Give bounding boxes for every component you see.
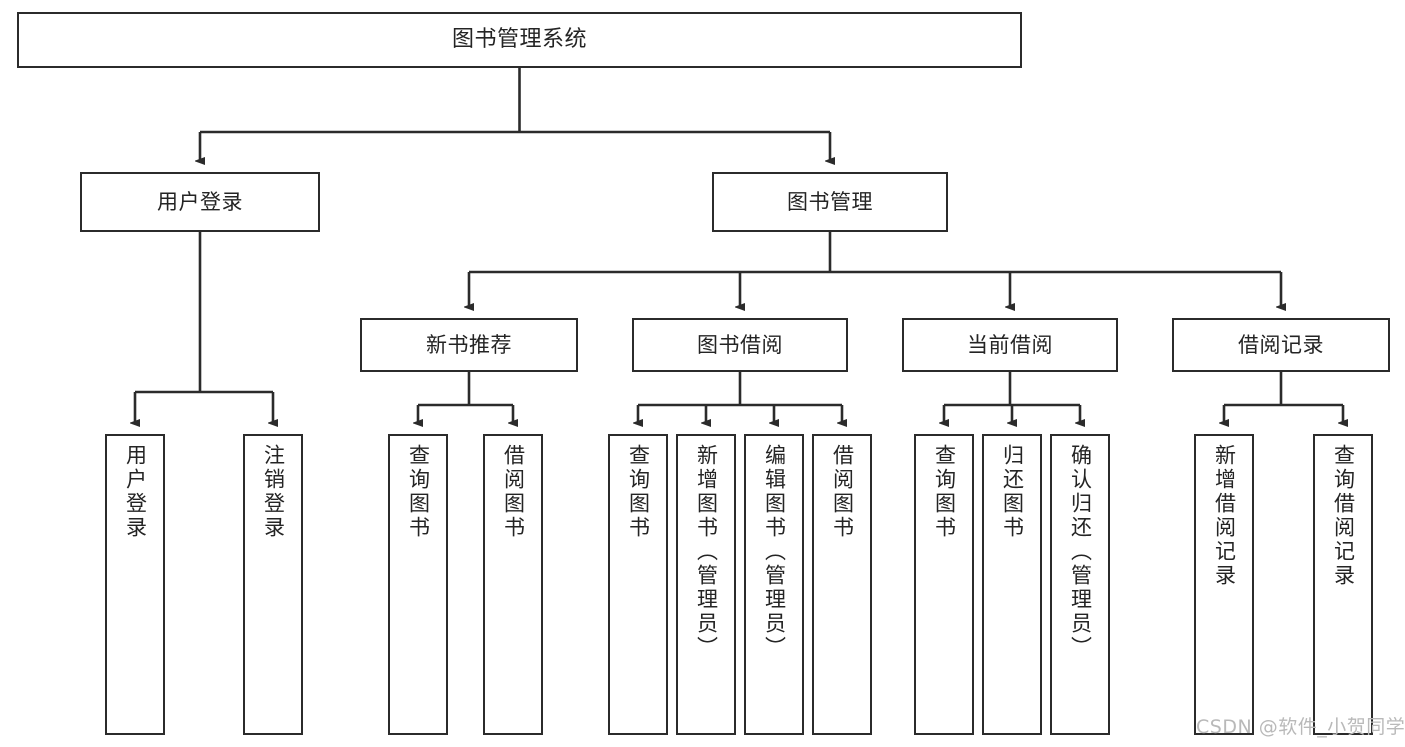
node-current[interactable]: 当前借阅	[902, 318, 1118, 372]
node-label: 借阅图书	[830, 444, 855, 540]
node-records[interactable]: 借阅记录	[1172, 318, 1390, 372]
node-c2[interactable]: 归还图书	[982, 434, 1042, 735]
node-login[interactable]: 用户登录	[80, 172, 320, 232]
node-label: 查询图书	[406, 444, 431, 540]
node-label: 注销登录	[261, 444, 286, 540]
node-root[interactable]: 图书管理系统	[17, 12, 1022, 68]
node-l1[interactable]: 用户登录	[105, 434, 165, 735]
node-label: 借阅图书	[501, 444, 526, 540]
node-n1[interactable]: 查询图书	[388, 434, 448, 735]
node-n2[interactable]: 借阅图书	[483, 434, 543, 735]
node-c1[interactable]: 查询图书	[914, 434, 974, 735]
node-c3[interactable]: 确认归还（管理员）	[1050, 434, 1110, 735]
node-label: 确认归还（管理员）	[1068, 444, 1093, 660]
node-borrow[interactable]: 图书借阅	[632, 318, 848, 372]
node-label: 图书管理系统	[451, 27, 587, 53]
node-label: 图书管理	[787, 189, 873, 214]
node-label: 查询图书	[626, 444, 651, 540]
node-bookmgmt[interactable]: 图书管理	[712, 172, 948, 232]
node-label: 查询借阅记录	[1331, 444, 1356, 588]
node-r2[interactable]: 查询借阅记录	[1313, 434, 1373, 735]
node-label: 新增图书（管理员）	[694, 444, 719, 660]
node-label: 新增借阅记录	[1212, 444, 1237, 588]
node-l2[interactable]: 注销登录	[243, 434, 303, 735]
node-label: 借阅记录	[1238, 332, 1324, 357]
node-b4[interactable]: 借阅图书	[812, 434, 872, 735]
node-r1[interactable]: 新增借阅记录	[1194, 434, 1254, 735]
node-b3[interactable]: 编辑图书（管理员）	[744, 434, 804, 735]
node-label: 当前借阅	[967, 332, 1053, 357]
node-label: 用户登录	[123, 444, 148, 540]
node-label: 归还图书	[1000, 444, 1025, 540]
node-label: 用户登录	[157, 189, 243, 214]
node-label: 查询图书	[932, 444, 957, 540]
node-newbook[interactable]: 新书推荐	[360, 318, 578, 372]
node-label: 新书推荐	[426, 332, 512, 357]
node-label: 图书借阅	[697, 332, 783, 357]
node-b2[interactable]: 新增图书（管理员）	[676, 434, 736, 735]
csdn-watermark: CSDN @软件_小贺同学	[1196, 716, 1405, 738]
node-label: 编辑图书（管理员）	[762, 444, 787, 660]
node-b1[interactable]: 查询图书	[608, 434, 668, 735]
